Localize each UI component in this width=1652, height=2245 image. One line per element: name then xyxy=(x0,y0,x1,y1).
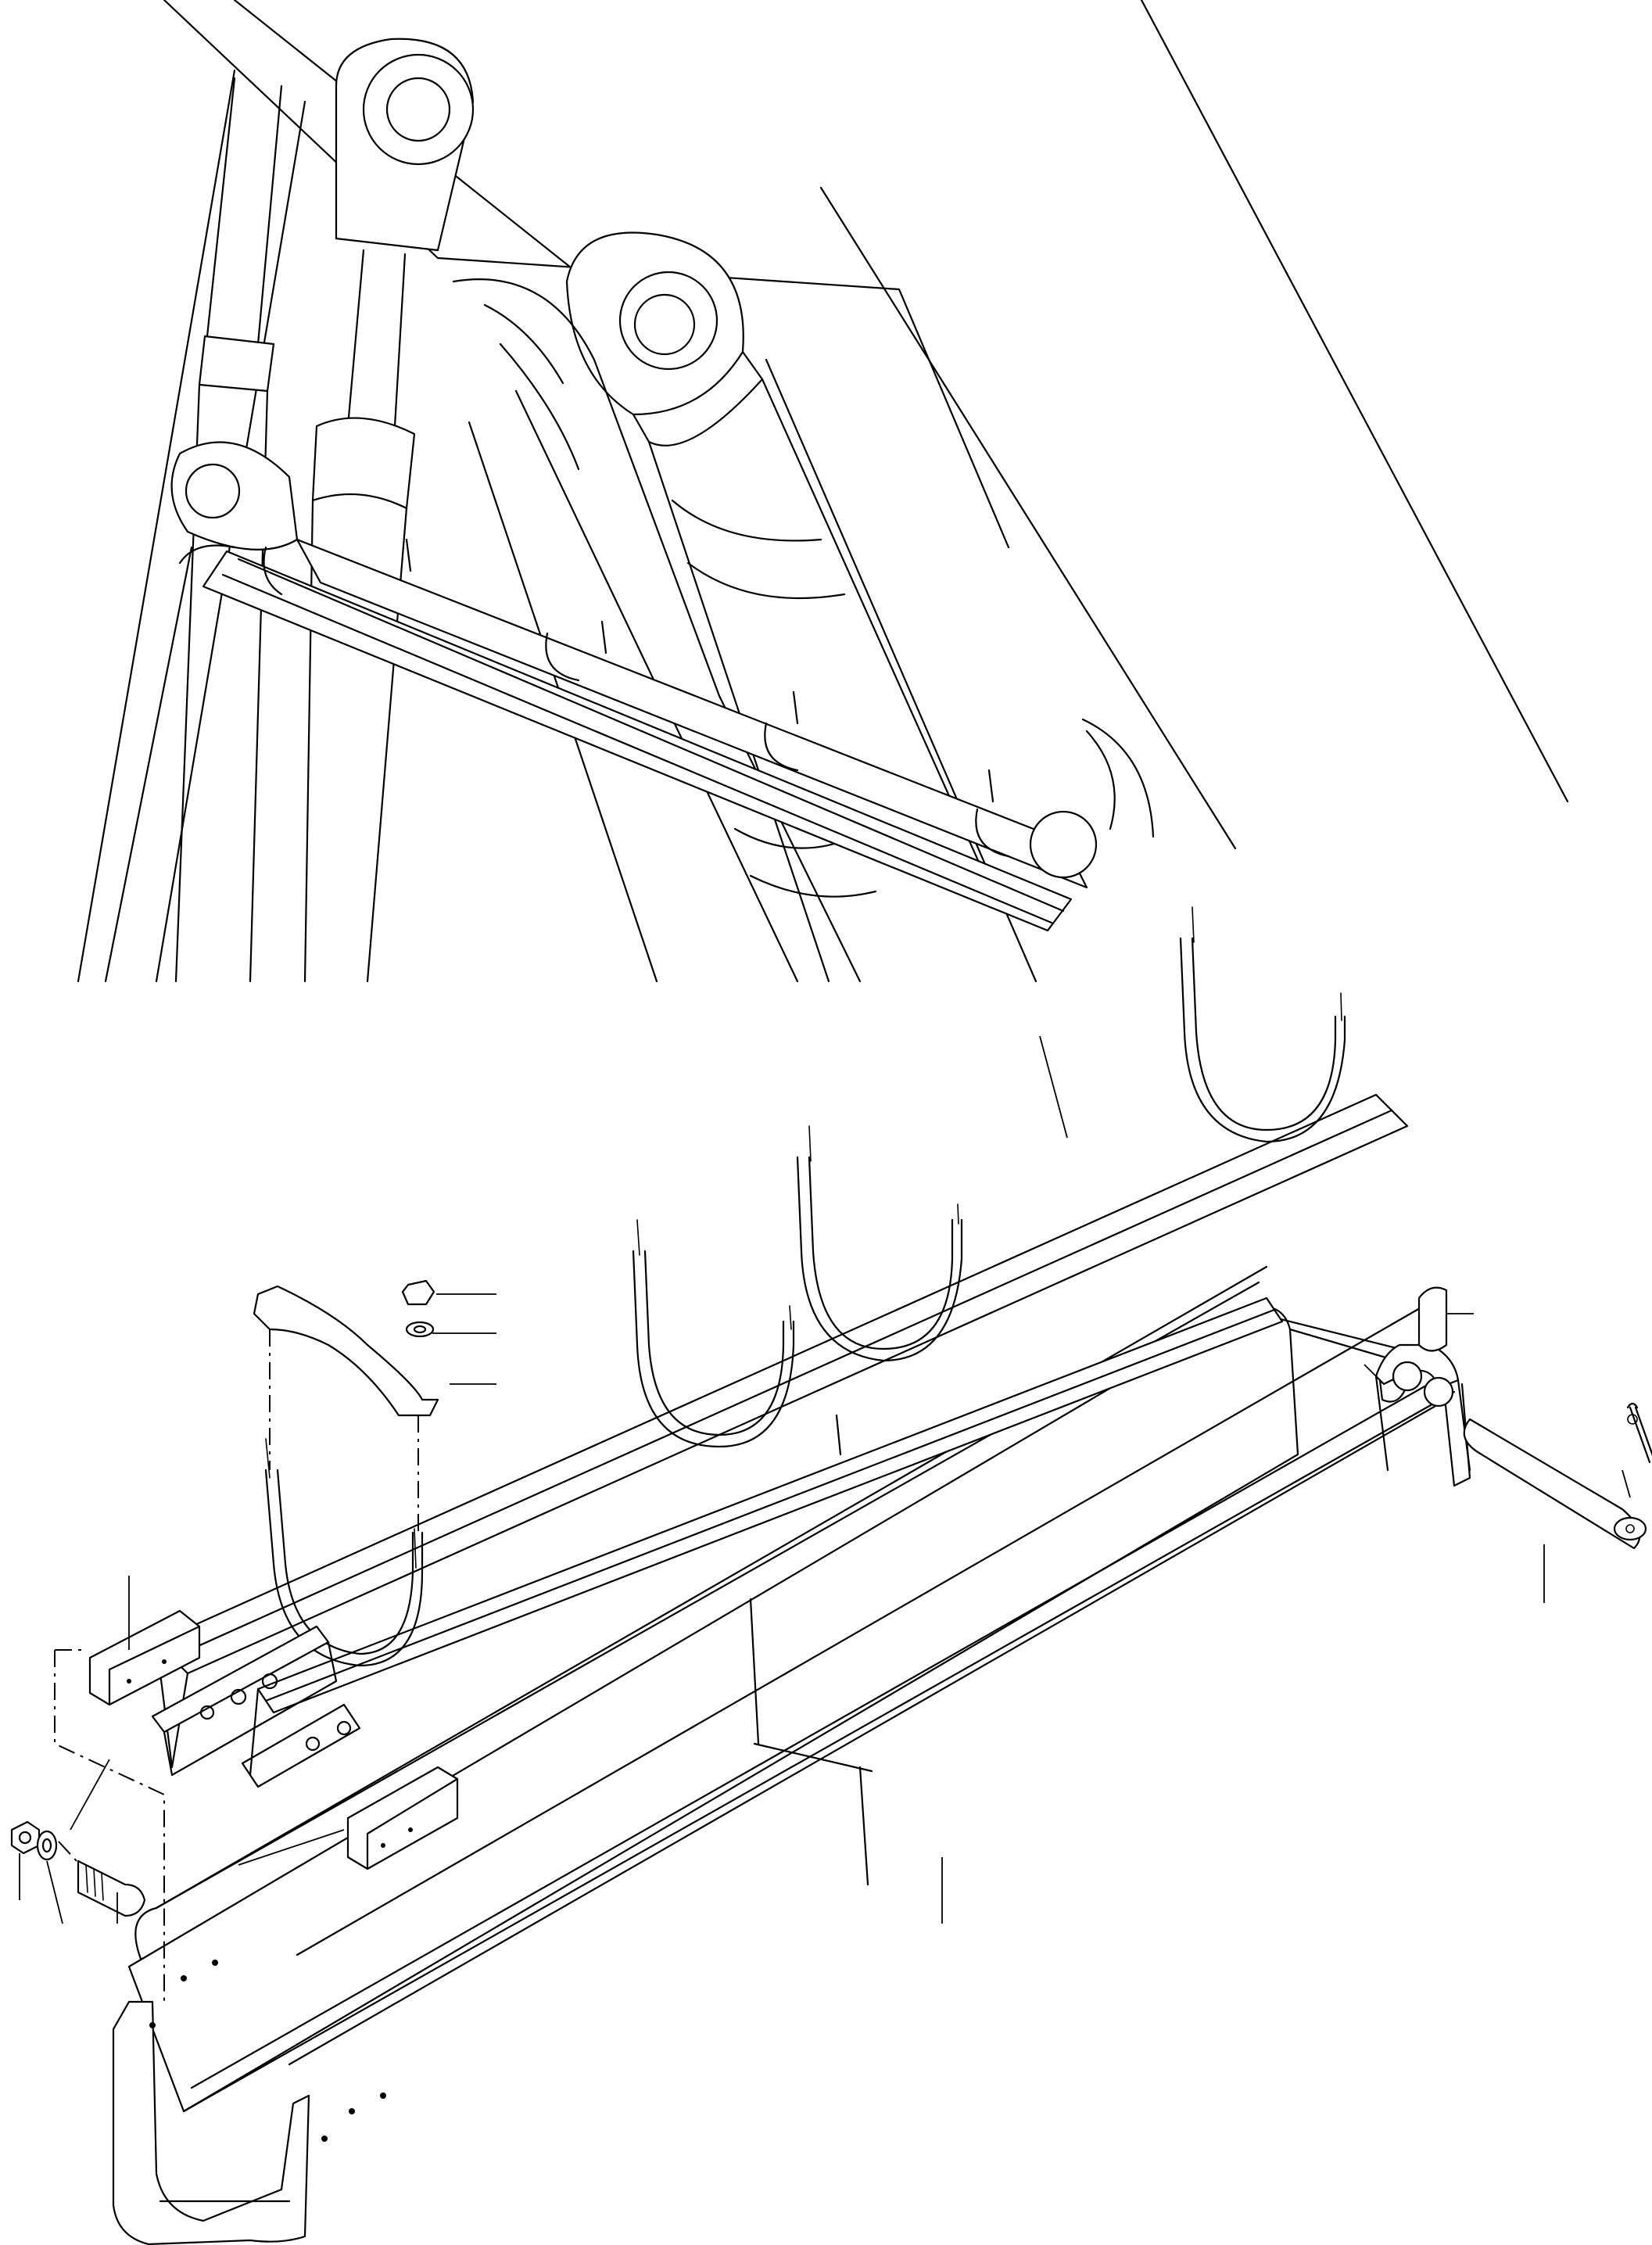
hinge-lugs xyxy=(1374,1343,1471,1472)
main-channel-beam xyxy=(127,1265,1471,2113)
upper-rail xyxy=(155,1093,1409,1777)
cotter-pin xyxy=(1626,1402,1652,1464)
u-bolt-clamp-3 xyxy=(796,1125,963,1362)
curved-duct xyxy=(452,278,1155,983)
mounted-rail xyxy=(178,538,1098,932)
left-rail-piece xyxy=(151,1625,361,1788)
u-bolt-clamp-4 xyxy=(1179,906,1346,1143)
lower-left-clevis xyxy=(170,441,299,550)
exploded-view xyxy=(10,906,1652,2245)
spacer-block-lower xyxy=(346,1766,459,1870)
channel-end-profile xyxy=(112,1960,386,2245)
nut-washer-stack xyxy=(401,1279,435,1338)
assembled-view xyxy=(77,0,1569,983)
spacer-block-upper xyxy=(88,1609,201,1706)
left-hydraulic-cylinder xyxy=(174,77,283,983)
u-bolt-clamp-1 xyxy=(264,1438,424,1667)
u-bolt-clamp-2 xyxy=(632,1219,795,1448)
right-hydraulic-cylinder xyxy=(565,231,1002,983)
cap-block xyxy=(1417,1286,1448,1352)
hinge-pin xyxy=(1463,1418,1647,1550)
center-piston-rod xyxy=(303,38,475,983)
fastener-set xyxy=(10,1820,146,1917)
callout-leaders xyxy=(19,1035,1631,1924)
saddle-bracket xyxy=(253,1285,439,1533)
assembly-dash-lines xyxy=(54,1649,165,2002)
rail-clamp-bolts xyxy=(405,538,994,803)
